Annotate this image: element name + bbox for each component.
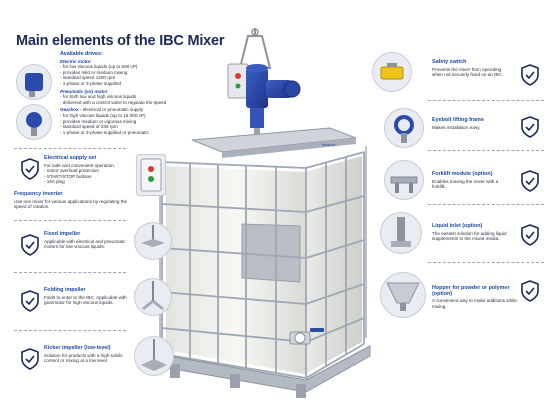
electric-motor-heading: Electric motor xyxy=(60,58,91,64)
brand-label: flowmix xyxy=(322,142,336,147)
shield-check-icon xyxy=(20,158,40,180)
electrical-box-thumbnail xyxy=(136,154,166,196)
folding-impeller-heading: Folding impeller xyxy=(44,287,86,293)
electrical-item: - 16A plug xyxy=(44,179,65,185)
outlet-valve xyxy=(289,328,324,345)
inverter-text: Use one mixer for various applications b… xyxy=(14,198,128,210)
electrical-heading: Electrical supply set xyxy=(44,155,97,161)
hopper-section: Hopper for powder or polymer (option) A … xyxy=(432,285,518,309)
frequency-inverter-section: Frequency inverter Use one mixer for var… xyxy=(14,191,132,210)
eyebolt-section: Eyebolt lifting frame Makes installation… xyxy=(432,117,512,130)
gearbox-heading-rest: - electrical or pneumatic supply xyxy=(78,107,144,113)
eyebolt-thumbnail xyxy=(384,108,424,148)
shield-check-icon xyxy=(20,234,40,256)
eyebolt-heading: Eyebolt lifting frame xyxy=(432,117,484,123)
electric-item: - 1-phase or 3-phase supplied xyxy=(60,80,122,86)
separator xyxy=(14,272,126,273)
forklift-heading: Forklift module (option) xyxy=(432,171,493,177)
hopper-heading: Hopper for powder or polymer (option) xyxy=(432,285,510,297)
eyebolt-text: Makes installation easy. xyxy=(432,124,481,130)
drives-section: Available drives: Electric motor - for l… xyxy=(60,51,178,135)
kicker-impeller-section: Kicker impeller (low-level) Solution for… xyxy=(44,345,136,364)
liquid-inlet-thumbnail xyxy=(380,212,422,254)
folding-impeller-section: Folding impeller Folds to enter to the I… xyxy=(44,287,136,306)
separator xyxy=(428,204,544,205)
hopper-text: A convenient way to make additions while… xyxy=(432,298,517,309)
drive-gearbox-thumbnail xyxy=(16,104,52,140)
hopper-thumbnail xyxy=(380,272,426,318)
electrical-supply-section: Electrical supply set For safe and conve… xyxy=(44,155,132,185)
electrical-item: For safe and convenient operation. xyxy=(44,162,115,168)
gearbox-item: - 1-phase or 3-phase supplied or pneumat… xyxy=(60,129,149,135)
page-title: Main elements of the IBC Mixer xyxy=(16,33,225,49)
safety-switch-thumbnail xyxy=(372,52,412,92)
liquid-inlet-text: The easiest solution for adding liquid s… xyxy=(432,230,507,242)
safety-switch-section: Safety switch Prevents the mixer from op… xyxy=(432,59,512,78)
gearbox-item: - for high viscous liquids (up to 15 000… xyxy=(60,112,146,118)
shield-check-icon xyxy=(520,116,540,138)
separator xyxy=(428,262,544,263)
pneumatic-item: - delivered with a control valve to regu… xyxy=(60,99,167,105)
liquid-inlet-section: Liquid inlet (option) The easiest soluti… xyxy=(432,223,516,242)
separator xyxy=(428,100,544,101)
safety-switch-text: Prevents the mixer from operating when n… xyxy=(432,66,503,78)
inverter-heading: Frequency inverter xyxy=(14,191,63,197)
fixed-impeller-heading: Fixed impeller xyxy=(44,231,81,237)
gear-motor xyxy=(246,64,301,140)
electrical-item: - motor overload protection xyxy=(44,168,99,174)
mounting-bridge xyxy=(191,127,357,158)
gearbox-heading: Gearbox xyxy=(60,107,79,113)
eyebolt-lifting-frame xyxy=(238,28,272,69)
forklift-text: Enables moving the mixer with a forklift… xyxy=(432,178,499,190)
pneumatic-item: - for both low and high viscous liquids xyxy=(60,94,137,100)
gearbox-item: - standard speed of 236 rpm xyxy=(60,124,118,130)
shield-check-icon xyxy=(520,224,540,246)
folding-impeller-thumbnail xyxy=(134,278,172,316)
kicker-impeller-thumbnail xyxy=(134,336,174,376)
ibc-tank-side xyxy=(305,156,362,374)
kicker-impeller-heading: Kicker impeller (low-level) xyxy=(44,345,111,351)
forklift-section: Forklift module (option) Enables moving … xyxy=(432,171,512,190)
liquid-inlet-heading: Liquid inlet (option) xyxy=(432,223,483,229)
forklift-module-thumbnail xyxy=(384,160,424,200)
fixed-impeller-text: Applicable with electrical and pneumatic… xyxy=(44,238,126,250)
folding-impeller-text: Folds to enter to the IBC. Applicable wi… xyxy=(44,294,127,306)
electric-item: - for low viscous liquids (up to 500 cP) xyxy=(60,64,138,70)
shield-check-icon xyxy=(520,170,540,192)
ibc-mixer-illustration xyxy=(155,28,371,398)
fixed-impeller-section: Fixed impeller Applicable with electrica… xyxy=(44,231,136,250)
electric-control-box xyxy=(227,63,249,99)
separator xyxy=(428,150,544,151)
gearbox-item: - provides medium or vigorous mixing xyxy=(60,118,137,124)
electric-item: - provides mild or medium mixing xyxy=(60,69,128,75)
separator xyxy=(14,220,126,221)
electric-item: - standard speed 1400 rpm xyxy=(60,75,116,81)
shield-check-icon xyxy=(520,64,540,86)
drives-heading: Available drives: xyxy=(60,51,103,57)
kicker-impeller-text: Solution for products with a high solids… xyxy=(44,352,123,364)
shield-check-icon xyxy=(20,290,40,312)
ibc-tank-front xyxy=(166,166,305,374)
shield-check-icon xyxy=(520,280,540,302)
separator xyxy=(14,148,126,149)
electrical-item: - START/STOP buttons xyxy=(44,173,92,179)
ibc-label-plate xyxy=(241,223,301,283)
fixed-impeller-thumbnail xyxy=(134,222,172,260)
shield-check-icon xyxy=(20,348,40,370)
drive-motor-thumbnail xyxy=(16,64,52,100)
separator xyxy=(14,330,126,331)
safety-switch-heading: Safety switch xyxy=(432,59,467,65)
pneumatic-motor-heading: Pneumatic (air) motor xyxy=(60,88,108,94)
